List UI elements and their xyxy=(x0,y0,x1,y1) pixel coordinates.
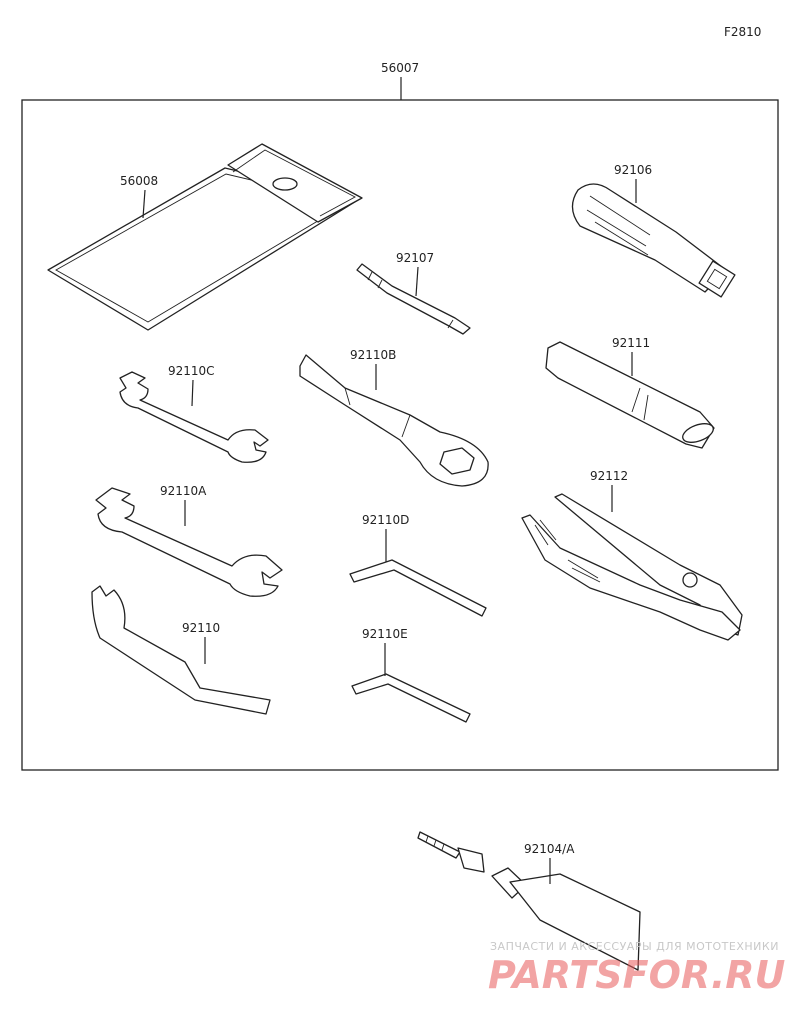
label-92107: 92107 xyxy=(396,251,434,265)
label-92111: 92111 xyxy=(612,336,650,350)
pliers xyxy=(521,493,743,641)
box-wrench xyxy=(299,354,489,487)
label-92110: 92110 xyxy=(182,621,220,635)
label-92104A: 92104/A xyxy=(524,842,575,856)
figure-code: F2810 xyxy=(724,25,761,39)
label-92110C: 92110C xyxy=(168,364,215,378)
label-92110A: 92110A xyxy=(160,484,207,498)
label-56008: 56008 xyxy=(120,174,158,188)
watermark-tagline: ЗАПЧАСТИ И АКСЕССУАРЫ ДЛЯ МОТОТЕХНИКИ xyxy=(490,940,779,953)
label-92110E: 92110E xyxy=(362,627,408,641)
label-92106: 92106 xyxy=(614,163,652,177)
hook-spanner xyxy=(91,585,271,715)
screwdriver-handle xyxy=(571,183,736,298)
watermark-logo: PARTSFOR.RU xyxy=(488,953,786,997)
label-92112: 92112 xyxy=(590,469,628,483)
extension-bar xyxy=(545,341,715,449)
label-56007: 56007 xyxy=(381,61,419,75)
hex-wrench-small xyxy=(351,673,471,723)
screwdriver-bit xyxy=(356,263,471,335)
label-92110D: 92110D xyxy=(362,513,409,527)
open-wrench-medium xyxy=(95,487,283,597)
hex-wrench-large xyxy=(349,559,487,617)
open-wrench-small xyxy=(119,371,269,463)
kit-frame xyxy=(21,99,779,771)
tool-pouch xyxy=(47,143,363,331)
grease-tube xyxy=(417,831,641,971)
label-92110B: 92110B xyxy=(350,348,396,362)
